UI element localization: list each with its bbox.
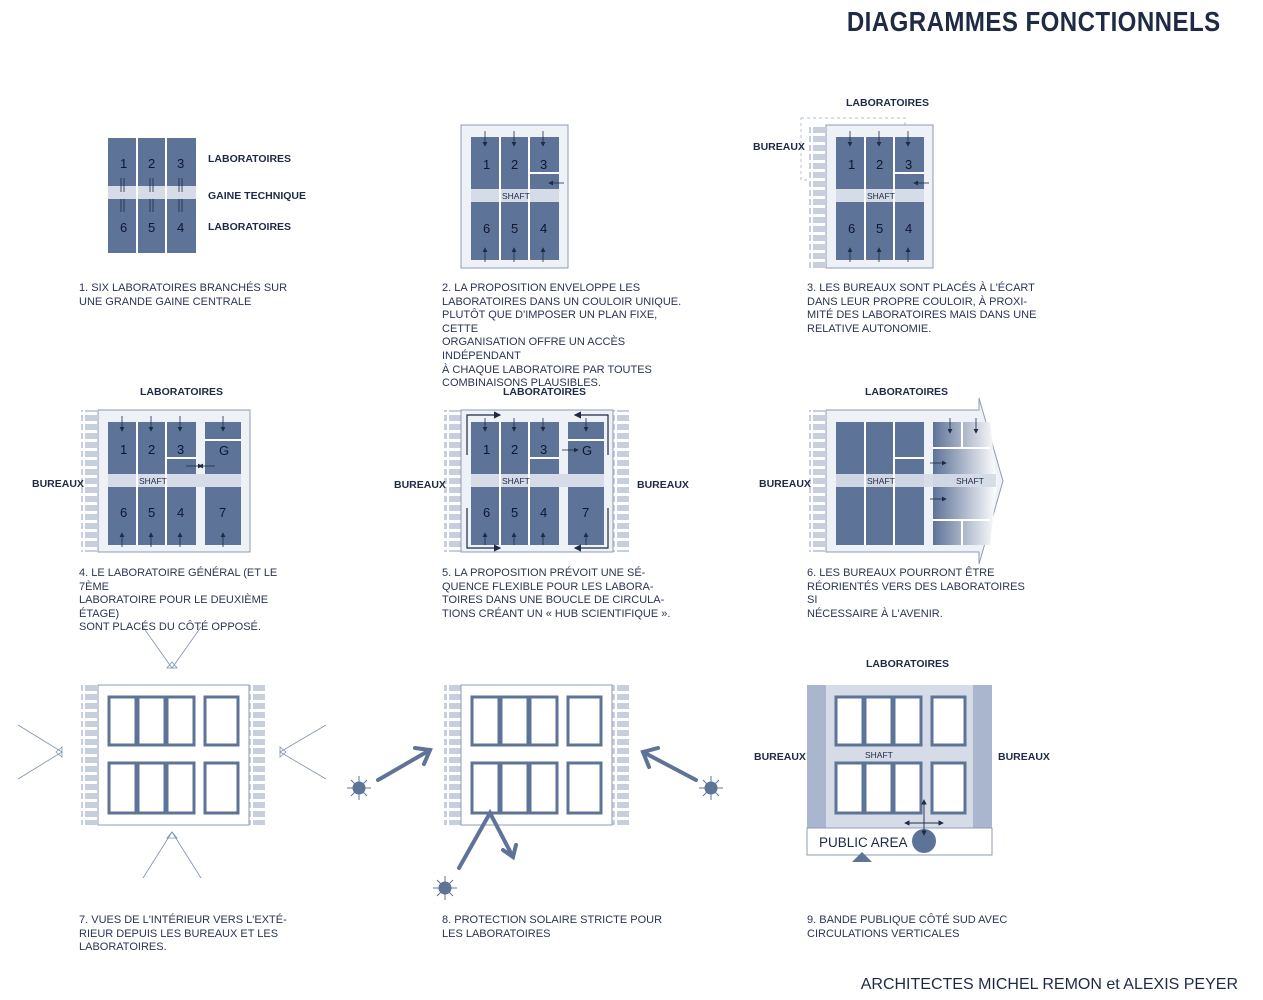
- lab-number: 5: [148, 220, 155, 235]
- svg-text:6: 6: [483, 505, 490, 520]
- lab-number: 3: [177, 156, 184, 171]
- svg-text:5: 5: [511, 221, 518, 236]
- lab-number: 4: [177, 220, 184, 235]
- svg-text:7: 7: [219, 505, 226, 520]
- caption-7: 7. VUES DE L'INTÉRIEUR VERS L'EXTÉ- RIEU…: [79, 914, 287, 954]
- labs-label: LABORATOIRES: [503, 386, 587, 398]
- caption-1: 1. SIX LABORATOIRES BRANCHÉS SUR UNE GRA…: [79, 282, 288, 308]
- diagram-8: [347, 684, 723, 900]
- svg-text:2: 2: [876, 157, 883, 172]
- svg-text:SHAFT: SHAFT: [867, 476, 895, 486]
- sun-icon: [347, 776, 723, 900]
- labs-label: LABORATOIRES: [140, 386, 224, 398]
- svg-text:3: 3: [177, 442, 184, 457]
- svg-text:SHAFT: SHAFT: [502, 476, 530, 486]
- diagram-3: SHAFT 1 2 3 6 5 4: [800, 117, 934, 269]
- diagram-1: 1 2 3 6 5 4: [108, 138, 196, 253]
- labs-label: LABORATOIRES: [208, 221, 292, 233]
- lab-number: 1: [120, 156, 127, 171]
- offices-label: BUREAUX: [753, 141, 805, 153]
- offices-label: BUREAUX: [754, 751, 806, 763]
- svg-text:4: 4: [540, 221, 547, 236]
- svg-text:SHAFT: SHAFT: [139, 476, 167, 486]
- offices-label: BUREAUX: [394, 479, 446, 491]
- lab-number: 2: [148, 156, 155, 171]
- svg-text:4: 4: [905, 221, 912, 236]
- diagram-9: SHAFT PUBLIC AREA: [806, 685, 993, 862]
- page-title: DIAGRAMMES FONCTIONNELS: [847, 6, 1221, 37]
- labs-label: LABORATOIRES: [865, 386, 949, 398]
- svg-text:4: 4: [177, 505, 184, 520]
- svg-text:1: 1: [483, 442, 490, 457]
- caption-3: 3. LES BUREAUX SONT PLACÉS À L'ÉCART DAN…: [807, 282, 1037, 335]
- svg-text:5: 5: [511, 505, 518, 520]
- svg-text:SHAFT: SHAFT: [956, 476, 984, 486]
- diagram-2: SHAFT 1 2 3 6 5 4: [460, 124, 569, 269]
- svg-text:3: 3: [540, 442, 547, 457]
- caption-8: 8. PROTECTION SOLAIRE STRICTE POUR LES L…: [442, 914, 663, 940]
- caption-4: 4. LE LABORATOIRE GÉNÉRAL (ET LE 7ÈME LA…: [79, 567, 278, 634]
- svg-text:SHAFT: SHAFT: [865, 750, 893, 760]
- labs-label: LABORATOIRES: [866, 658, 950, 670]
- svg-text:4: 4: [540, 505, 547, 520]
- caption-9: 9. BANDE PUBLIQUE CÔTÉ SUD AVEC CIRCULAT…: [807, 914, 1008, 940]
- svg-text:5: 5: [148, 505, 155, 520]
- diagram-7: [17, 626, 327, 879]
- svg-text:3: 3: [905, 157, 912, 172]
- labs-label: LABORATOIRES: [846, 97, 930, 109]
- caption-5: 5. LA PROPOSITION PRÉVOIT UNE SÉ- QUENCE…: [442, 567, 671, 620]
- diagram-4: SHAFT 1 2 3 G 6 5 4 7: [81, 409, 251, 553]
- svg-text:6: 6: [848, 221, 855, 236]
- architects-credit: ARCHITECTES MICHEL REMON et ALEXIS PEYER: [860, 976, 1238, 993]
- caption-2: 2. LA PROPOSITION ENVELOPPE LES LABORATO…: [442, 282, 682, 390]
- shaft-label: SHAFT: [502, 191, 530, 201]
- caption-6: 6. LES BUREAUX POURRONT ÊTRE RÉORIENTÉS …: [807, 567, 1025, 620]
- labs-label: LABORATOIRES: [208, 153, 292, 165]
- svg-text:6: 6: [120, 505, 127, 520]
- public-area-label: PUBLIC AREA: [819, 835, 908, 850]
- lab-number: 6: [120, 220, 127, 235]
- svg-text:1: 1: [848, 157, 855, 172]
- offices-label: BUREAUX: [998, 751, 1050, 763]
- svg-text:G: G: [582, 443, 592, 458]
- offices-label: BUREAUX: [32, 478, 84, 490]
- svg-text:6: 6: [483, 221, 490, 236]
- svg-text:5: 5: [876, 221, 883, 236]
- svg-text:2: 2: [148, 442, 155, 457]
- shaft-label: GAINE TECHNIQUE: [208, 190, 307, 202]
- diagram-6: SHAFT SHAFT: [809, 397, 1004, 565]
- svg-text:SHAFT: SHAFT: [867, 191, 895, 201]
- svg-text:1: 1: [483, 157, 490, 172]
- svg-text:3: 3: [540, 157, 547, 172]
- svg-text:2: 2: [511, 157, 518, 172]
- general-lab-label: G: [219, 443, 229, 458]
- offices-label: BUREAUX: [759, 478, 811, 490]
- svg-text:1: 1: [120, 442, 127, 457]
- svg-text:7: 7: [582, 505, 589, 520]
- diagram-5: SHAFT 1 2 3 G 6 5 4 7: [444, 409, 631, 553]
- svg-text:2: 2: [511, 442, 518, 457]
- offices-label: BUREAUX: [637, 479, 689, 491]
